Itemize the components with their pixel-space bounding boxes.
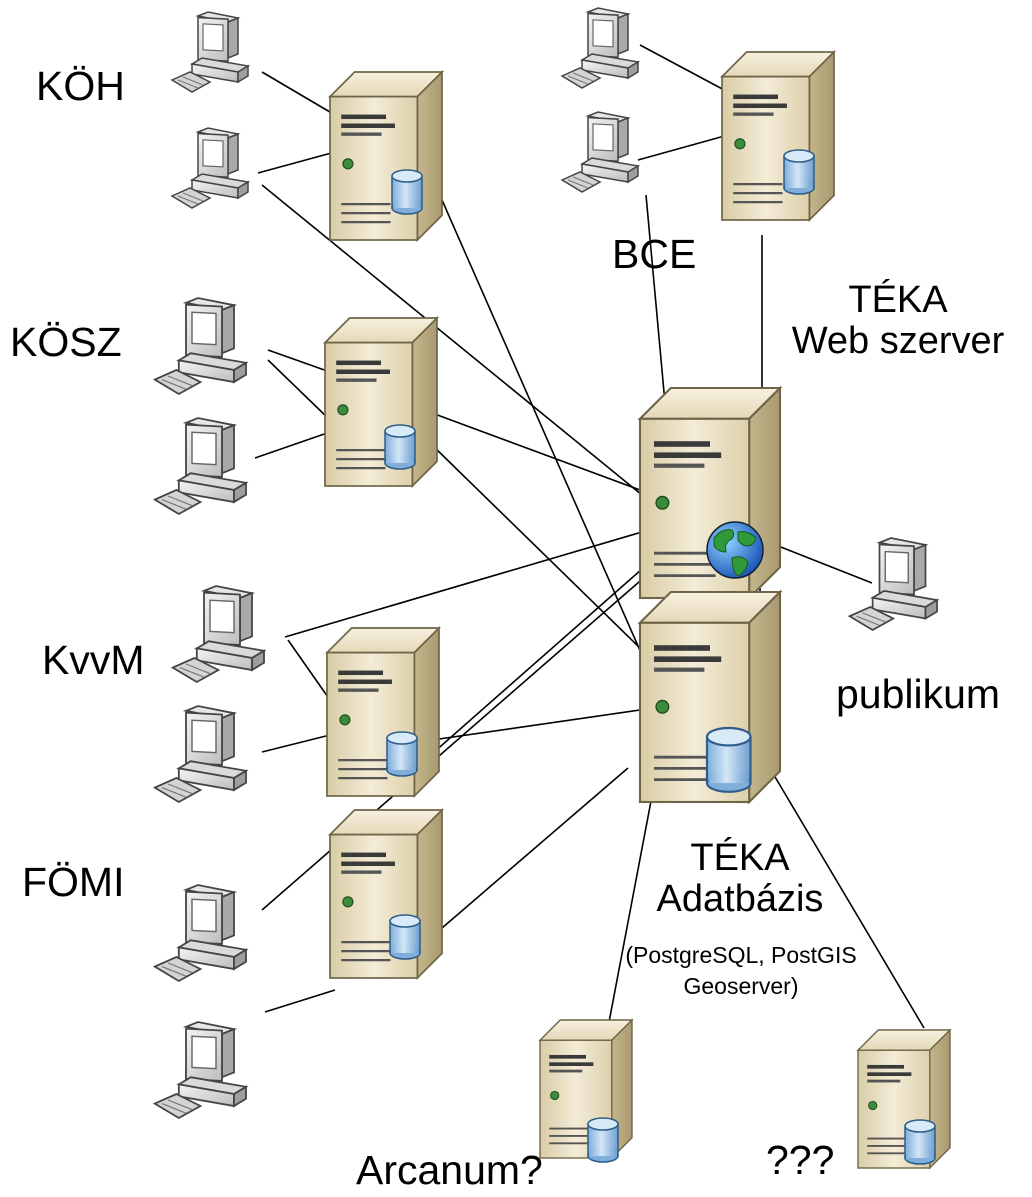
label-teka-db-line2: Adatbázis: [656, 878, 824, 921]
workstation-koh-2: [171, 127, 249, 209]
workstation-bce-1: [561, 7, 639, 89]
database-icon-kosz: [384, 424, 416, 470]
workstation-fomi-1: [153, 884, 247, 982]
workstation-koh-1: [171, 11, 249, 93]
server-kvvm: [325, 626, 441, 798]
label-teka-web-line2: Web szerver: [791, 320, 1005, 363]
label-teka-db-line3: (PostgreSQL, PostGIS: [625, 942, 857, 968]
label-teka-web-line1: TÉKA: [848, 279, 948, 321]
database-icon-unknown: [904, 1119, 936, 1165]
globe-icon: [706, 521, 764, 579]
workstation-kosz-1: [153, 297, 247, 395]
workstation-fomi-2: [153, 1021, 247, 1119]
label-teka-web: TÉKA Web szerver: [778, 279, 1018, 363]
label-publikum: publikum: [836, 671, 1001, 717]
workstation-kvvm-2: [153, 705, 247, 803]
server-kosz: [323, 316, 439, 488]
workstation-publikum: [848, 537, 938, 631]
label-koh: KÖH: [36, 63, 125, 109]
label-unknown: ???: [766, 1137, 835, 1183]
label-teka-db-line1: TÉKA: [690, 837, 790, 879]
database-icon-bce: [783, 149, 815, 195]
label-bce: BCE: [612, 231, 697, 277]
label-teka-db-line4: Geoserver): [683, 973, 799, 1000]
server-teka-web: [638, 386, 782, 600]
label-fomi: FÖMI: [22, 859, 125, 905]
workstation-kvvm-1: [171, 585, 265, 683]
label-kosz: KÖSZ: [10, 319, 122, 365]
workstation-bce-2: [561, 111, 639, 193]
server-unknown: [857, 1029, 951, 1169]
database-icon-koh: [391, 169, 423, 215]
server-fomi: [328, 808, 444, 980]
server-koh: [328, 70, 444, 242]
workstation-kosz-2: [153, 417, 247, 515]
database-icon-kvvm: [386, 731, 418, 777]
database-icon-fomi: [389, 914, 421, 960]
label-kvvm: KvvM: [42, 637, 145, 683]
label-teka-db-tech: (PostgreSQL, PostGIS Geoserver): [568, 940, 914, 1002]
label-teka-db: TÉKA Adatbázis: [620, 837, 860, 921]
server-bce: [720, 50, 836, 222]
database-icon-arcanum: [587, 1117, 619, 1163]
label-arcanum: Arcanum?: [356, 1147, 543, 1193]
database-icon-teka: [705, 726, 752, 793]
